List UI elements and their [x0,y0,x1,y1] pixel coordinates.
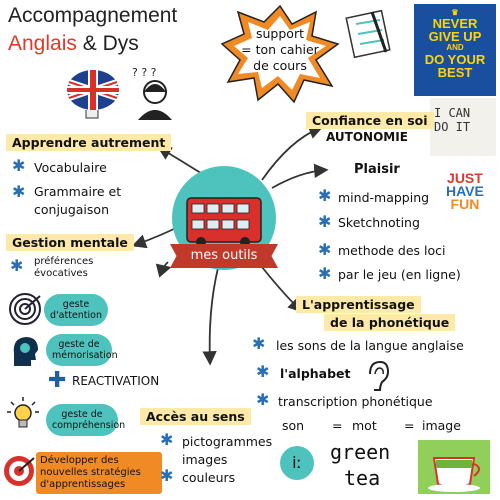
plaisir-item-1: Sketchnoting [338,215,420,230]
poster-line3: AND [446,43,464,52]
phonetique-item-0: les sons de la langue anglaise [276,338,464,353]
star-icon: ✱ [256,362,270,381]
reactivation-label: REACTIVATION [72,374,160,388]
fun-line3: FUN [450,196,480,212]
eq-son: son [282,418,305,433]
ipa-circle: iː [280,446,314,480]
bullseye-icon [4,456,35,486]
green-tea-image [418,440,490,494]
phonetique-item-1: l'alphabet [280,366,351,381]
crown-icon: ♛ [451,8,459,17]
confiance-sub: AUTONOMIE [326,130,408,144]
star-icon: ✱ [160,430,174,449]
plaisir-title: Plaisir [354,162,400,177]
plaisir-item-2: methode des loci [338,243,446,258]
uk-brain-icon [67,70,119,119]
apprendre-item-2: conjugaison [34,202,109,217]
star-icon: ✱ [160,466,174,485]
i-can-do-it-image: I CAN DO IT [430,98,496,156]
confiance-title: Confiance en soi [306,112,434,129]
developper-box: Développer des nouvelles stratégies d'ap… [36,452,162,494]
plaisir-item-3: par le jeu (en ligne) [338,267,461,282]
star-icon: ✱ [256,390,270,409]
poster-line1: NEVER [432,16,478,31]
i-can-line1: I CAN [434,106,471,120]
target-icon [9,293,41,325]
fun-line1: JUST [447,170,483,186]
phonetique-title-1: L'apprentissage [296,296,421,313]
notebook-icon [345,9,391,58]
page-title: Accompagnement [8,4,178,27]
star-icon: ✱ [318,186,332,205]
ear-icon [369,360,390,391]
green-word: green [330,440,391,464]
svg-text:? ? ?: ? ? ? [132,66,157,79]
tea-word: tea [344,466,381,490]
sens-item-1: images [182,452,228,467]
sens-item-2: couleurs [182,470,236,485]
sens-item-0: pictogrammes [182,434,273,449]
confused-person-icon: ? ? ? [132,66,172,120]
support-line3: de cours [253,58,307,73]
plaisir-item-0: mind-mapping [338,190,430,205]
fun-line2: HAVE [446,183,484,199]
star-icon: ✱ [12,182,26,201]
phonetique-item-2: transcription phonétique [278,394,433,409]
geste-attention: geste d'attention [44,294,108,326]
geste-comprehension: geste de compréhension [46,404,125,436]
center-label: mes outils [170,244,278,268]
support-line2: = ton cahier [241,42,319,57]
bus-icon [186,197,262,247]
support-text: support = ton cahier de cours [232,26,328,74]
apprendre-item-0: Vocabulaire [34,160,107,175]
plus-icon: ✚ [48,368,67,393]
i-can-line2: DO IT [434,120,471,134]
star-icon: ✱ [12,156,26,175]
star-icon: ✱ [252,334,266,353]
just-have-fun-image: JUST HAVE FUN [446,170,484,212]
title-anglais: Anglais [8,32,77,55]
star-icon: ✱ [318,212,332,231]
eq-equals-1: = [332,418,343,433]
head-gear-icon [13,337,38,366]
star-icon: ✱ [318,240,332,259]
eq-mot: mot [352,418,377,433]
gestion-pref: préférences évocatives [34,256,94,279]
apprendre-item-1: Grammaire et [34,184,122,199]
poster-line5: BEST [437,65,473,80]
support-line1: support [256,26,304,41]
star-icon: ✱ [318,264,332,283]
geste-memorisation: geste de mémorisation [46,334,118,366]
phonetique-title-2: de la phonétique [324,314,456,331]
eq-image: image [422,418,461,433]
page-subtitle: Anglais & Dys [8,32,139,56]
apprendre-title: Apprendre autrement [6,134,172,151]
poster-line4: DO YOUR [424,52,486,67]
support-bubble [220,4,340,104]
sens-title: Accès au sens [140,408,251,425]
title-dys: Dys [102,32,139,55]
motivation-poster: ♛ NEVER GIVE UP AND DO YOUR BEST [414,4,496,96]
title-amp: & [82,32,97,55]
poster-line2: GIVE UP [428,29,482,44]
star-icon: ✱ [10,256,24,275]
gestion-title: Gestion mentale [6,234,134,251]
eq-equals-2: = [404,418,415,433]
lightbulb-icon [7,397,39,428]
